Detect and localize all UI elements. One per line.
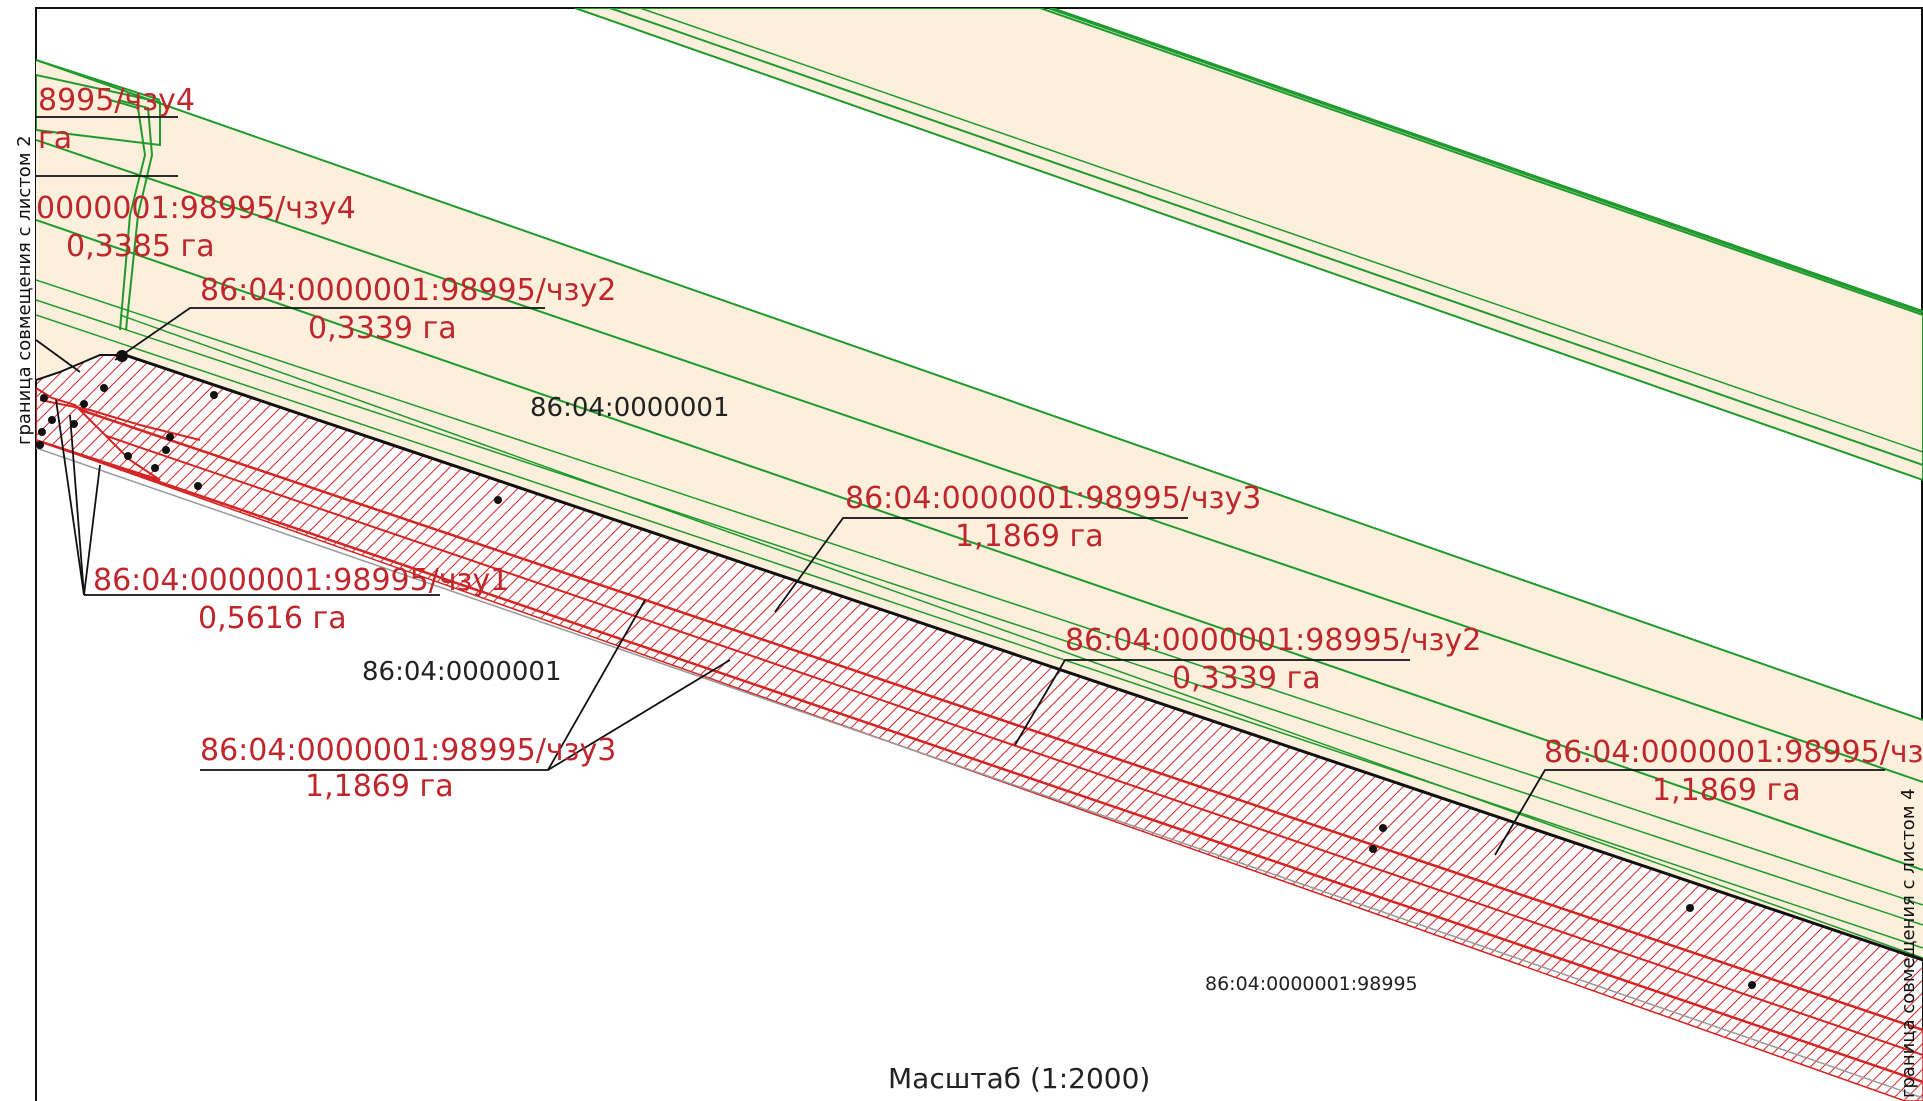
chzu4-label-top-area: га xyxy=(38,121,72,156)
green-boundary xyxy=(36,139,1923,783)
block-label-upper: 86:04:0000001 xyxy=(530,393,729,423)
chzu1-boundary xyxy=(39,399,201,441)
chzu3-mid-label-id: 86:04:0000001:98995/чзу3 xyxy=(845,481,1261,516)
chzu3-left-label-area: 1,1869 га xyxy=(305,769,454,804)
green-boundary xyxy=(36,219,1923,871)
upper-corridor-line xyxy=(639,8,1923,453)
green-boundary xyxy=(36,314,1923,949)
chzu3-left-label-id: 86:04:0000001:98995/чзу3 xyxy=(200,733,616,768)
red-boundary xyxy=(36,438,1923,1084)
left-sheet-boundary-label: граница совмещения с листом 2 xyxy=(14,135,35,445)
black-boundary xyxy=(124,353,1923,962)
scale-label: Масштаб (1:2000) xyxy=(888,1062,1150,1095)
chzu4-boundary xyxy=(109,99,147,331)
block-label-lower: 86:04:0000001 xyxy=(362,657,561,687)
grey-boundary xyxy=(36,447,1923,1099)
green-boundary xyxy=(36,299,1923,926)
red-boundary xyxy=(36,411,1923,1056)
chzu4-label-top-id: 8995/чзу4 xyxy=(38,83,195,118)
chzu3-right-label-area: 1,1869 га xyxy=(1652,773,1801,808)
green-boundary xyxy=(36,279,1923,906)
chzu2-lower-label-id: 86:04:0000001:98995/чзу2 xyxy=(1065,623,1481,658)
upper-corridor-line xyxy=(609,8,1923,466)
chzu2-lower-label-area: 0,3339 га xyxy=(1172,661,1321,696)
chzu1-label-id: 86:04:0000001:98995/чзу1 xyxy=(93,563,509,598)
right-sheet-boundary-label: граница совмещения с листом 4 xyxy=(1898,788,1919,1098)
chzu2-upper-label-id: 86:04:0000001:98995/чзу2 xyxy=(200,273,616,308)
red-boundary xyxy=(36,393,1923,1032)
green-boundary xyxy=(119,314,1923,959)
chzu4-parcel xyxy=(36,73,161,147)
chzu4-label-area: 0,3385 га xyxy=(66,229,215,264)
chzu1-parcel xyxy=(36,386,161,481)
upper-corridor-band xyxy=(574,8,1923,482)
chzu1-label-area: 0,5616 га xyxy=(198,601,347,636)
leader-lines xyxy=(36,116,1885,856)
green-boundary xyxy=(36,59,1923,721)
chzu3-right-label-id: 86:04:0000001:98995/чзу3 xyxy=(1544,735,1923,770)
chzu4-label-id: 0000001:98995/чзу4 xyxy=(36,191,356,226)
chzu2-upper-label-area: 0,3339 га xyxy=(308,311,457,346)
chzu3-mid-label-area: 1,1869 га xyxy=(955,519,1104,554)
parcel-label: 86:04:0000001:98995 xyxy=(1205,973,1418,995)
upper-corridor-line xyxy=(1049,8,1923,314)
boundary-vertices xyxy=(36,350,1756,989)
